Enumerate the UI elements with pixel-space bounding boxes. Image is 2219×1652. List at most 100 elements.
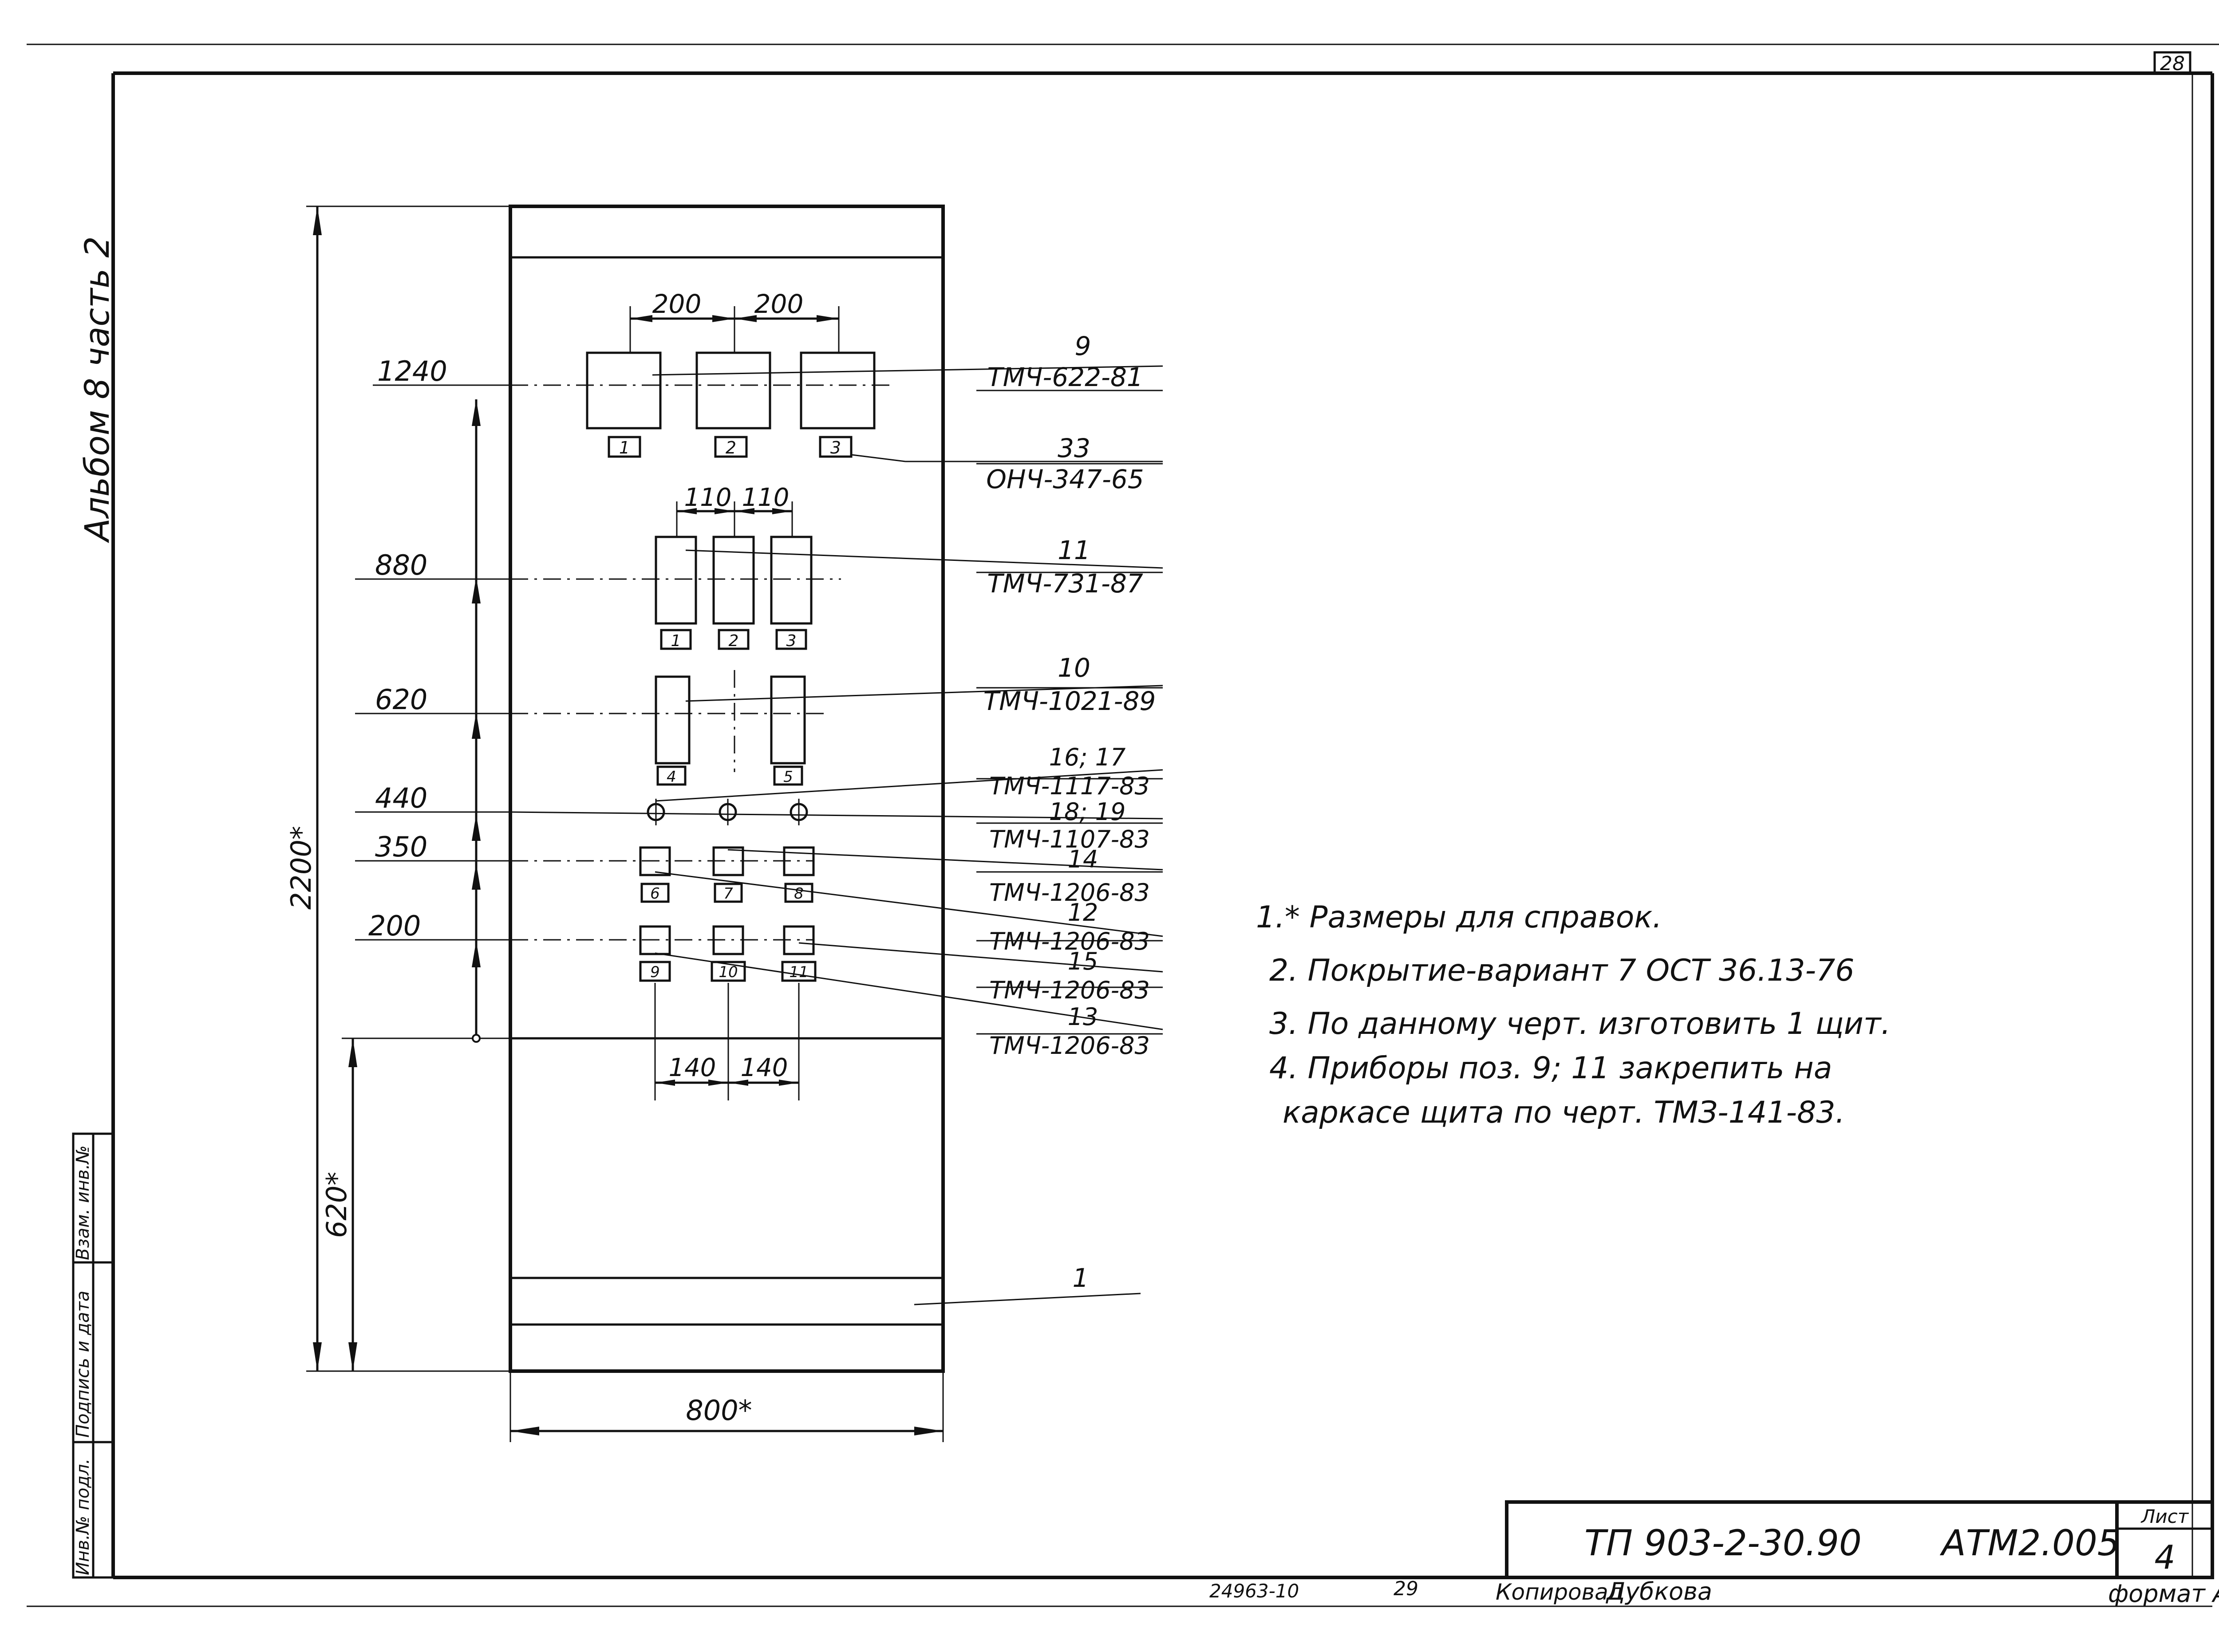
album-note: Альбом 8 часть 2: [77, 236, 117, 544]
cell-label: 4: [667, 768, 676, 786]
level-label: 440: [375, 782, 427, 814]
dim-height: 2200*: [285, 826, 317, 910]
callout-code: ТМЧ-1206-83: [989, 976, 1150, 1004]
instrument-box: [770, 536, 813, 625]
callout-pos: 11: [1058, 535, 1090, 565]
instrument-box: [783, 925, 815, 955]
instrument-row-top: 200 200 1 2 3: [586, 289, 876, 458]
copier-name: Дубкова: [1606, 1577, 1712, 1605]
instrument-row-350: 6 7 8: [639, 846, 815, 903]
left-stamp: Инв.№ подл. Подпись и дата Взам. инв.№: [72, 1132, 115, 1579]
format-label: формат А3: [2108, 1580, 2219, 1608]
copied-by: Копировал: [1496, 1579, 1623, 1605]
dim-bottom: 620*: [320, 1172, 353, 1238]
callout-code: ТМЧ-1107-83: [989, 825, 1150, 853]
cell-label: 2: [729, 632, 739, 650]
note-line: 4. Приборы поз. 9; 11 закрепить на: [1269, 1051, 1832, 1086]
callout-code: ТМЧ-622-81: [987, 362, 1143, 392]
instrument-row-200: 9 10 11 140 140: [639, 925, 817, 1100]
note-line: 3. По данному черт. изготовить 1 щит.: [1269, 1006, 1891, 1041]
cell-label: 1: [671, 632, 681, 650]
instrument-row-620: 4 5: [655, 670, 806, 786]
callout-pos: 15: [1068, 947, 1098, 975]
instrument-box: [586, 351, 662, 430]
level-label: 1240: [377, 355, 447, 387]
callout-pos: 16; 17: [1049, 743, 1126, 771]
pitch-label: 200: [754, 289, 804, 319]
callout-code: ТМЧ-1206-83: [989, 879, 1150, 907]
leader-lines: [652, 365, 1163, 1305]
instrument-box: [712, 846, 744, 876]
instrument-box: [800, 351, 876, 430]
dimension-bottom-zone: 620*: [320, 1037, 510, 1371]
sheet-label: Лист: [2140, 1506, 2189, 1527]
instrument-box: [639, 846, 671, 876]
callout-pos: 13: [1068, 1003, 1098, 1031]
cell-label: 7: [723, 885, 733, 903]
pitch-label: 110: [684, 483, 732, 512]
pitch-label: 200: [652, 289, 702, 319]
level-label: 620: [375, 683, 427, 716]
title-block: ТП 903-2-30.90 АТМ2.005 Лист 4: [1505, 1500, 2214, 1579]
dimension-width: 800*: [509, 1371, 944, 1442]
instrument-box: [655, 675, 691, 765]
callout-code: ТМЧ-1206-83: [989, 927, 1150, 955]
instrument-box: [770, 675, 806, 765]
cell-label: 8: [794, 885, 804, 903]
callout-code: ТМЧ-1117-83: [989, 772, 1150, 800]
callout-pos: 18; 19: [1049, 798, 1126, 826]
pitch-label: 110: [742, 483, 790, 512]
dimension-height: 2200*: [285, 205, 510, 1372]
cell-label: 6: [650, 885, 660, 903]
instrument-box: [695, 351, 771, 430]
cell-label: 1: [619, 438, 630, 457]
cell-label: 5: [783, 768, 793, 786]
level-label: 880: [375, 549, 427, 581]
callout-pos: 12: [1068, 899, 1098, 927]
callout-list: 9 ТМЧ-622-81 33 ОНЧ-347-65 11 ТМЧ-731-87…: [983, 331, 1156, 1293]
pitch-label: 140: [741, 1053, 788, 1082]
callout-pos: 1: [1073, 1263, 1089, 1293]
level-dimension-chain: [472, 399, 481, 1043]
callout-code: ТМЧ-731-87: [987, 568, 1143, 599]
drawing-code: АТМ2.005: [1939, 1522, 2120, 1564]
stamp-signature-date: Подпись и дата: [73, 1291, 93, 1438]
corner-number: 28: [2160, 52, 2185, 75]
callout-code: ТМЧ-1206-83: [989, 1032, 1150, 1060]
note-line: каркасе щита по черт. ТМЗ-141-83.: [1283, 1095, 1845, 1130]
order-number: 24963-10: [1209, 1580, 1299, 1602]
instrument-box: [639, 925, 671, 955]
instrument-row-middle: 110 110 1 2 3: [655, 483, 813, 650]
instrument-box: [783, 846, 815, 876]
callout-pos: 10: [1058, 653, 1090, 683]
callout-code: ТМЧ-1021-89: [983, 686, 1156, 716]
cell-label: 10: [719, 963, 738, 981]
callout-code: ОНЧ-347-65: [986, 464, 1144, 494]
panel-outline: [509, 205, 945, 1373]
note-line: 1.* Размеры для справок.: [1256, 900, 1662, 935]
stamp-inv-no: Инв.№ подл.: [73, 1459, 93, 1575]
cell-label: 11: [789, 963, 808, 981]
level-lines: 1240 880 620 440 350 200: [355, 355, 1163, 942]
instrument-box: [712, 925, 744, 955]
callout-pos: 9: [1075, 331, 1091, 361]
indicator-row-440: [647, 799, 808, 825]
cell-label: 3: [830, 438, 841, 457]
corner-number-box: 28: [2153, 51, 2191, 75]
doc-code: ТП 903-2-30.90: [1584, 1522, 1862, 1564]
instrument-box: [655, 536, 697, 625]
level-label: 200: [368, 910, 421, 942]
callout-pos: 33: [1058, 433, 1090, 463]
stamp-replaced-inv: Взам. инв.№: [73, 1145, 93, 1260]
cell-label: 3: [786, 632, 797, 650]
page-number: 29: [1394, 1577, 1418, 1600]
level-label: 350: [375, 831, 427, 863]
instrument-box: [712, 536, 755, 625]
dim-width: 800*: [686, 1394, 752, 1427]
note-line: 2. Покрытие-вариант 7 ОСТ 36.13-76: [1269, 953, 1855, 988]
cell-label: 2: [726, 438, 736, 457]
notes-block: 1.* Размеры для справок. 2. Покрытие-вар…: [1256, 900, 1891, 1130]
cell-label: 9: [650, 963, 660, 981]
pitch-label: 140: [669, 1053, 716, 1082]
